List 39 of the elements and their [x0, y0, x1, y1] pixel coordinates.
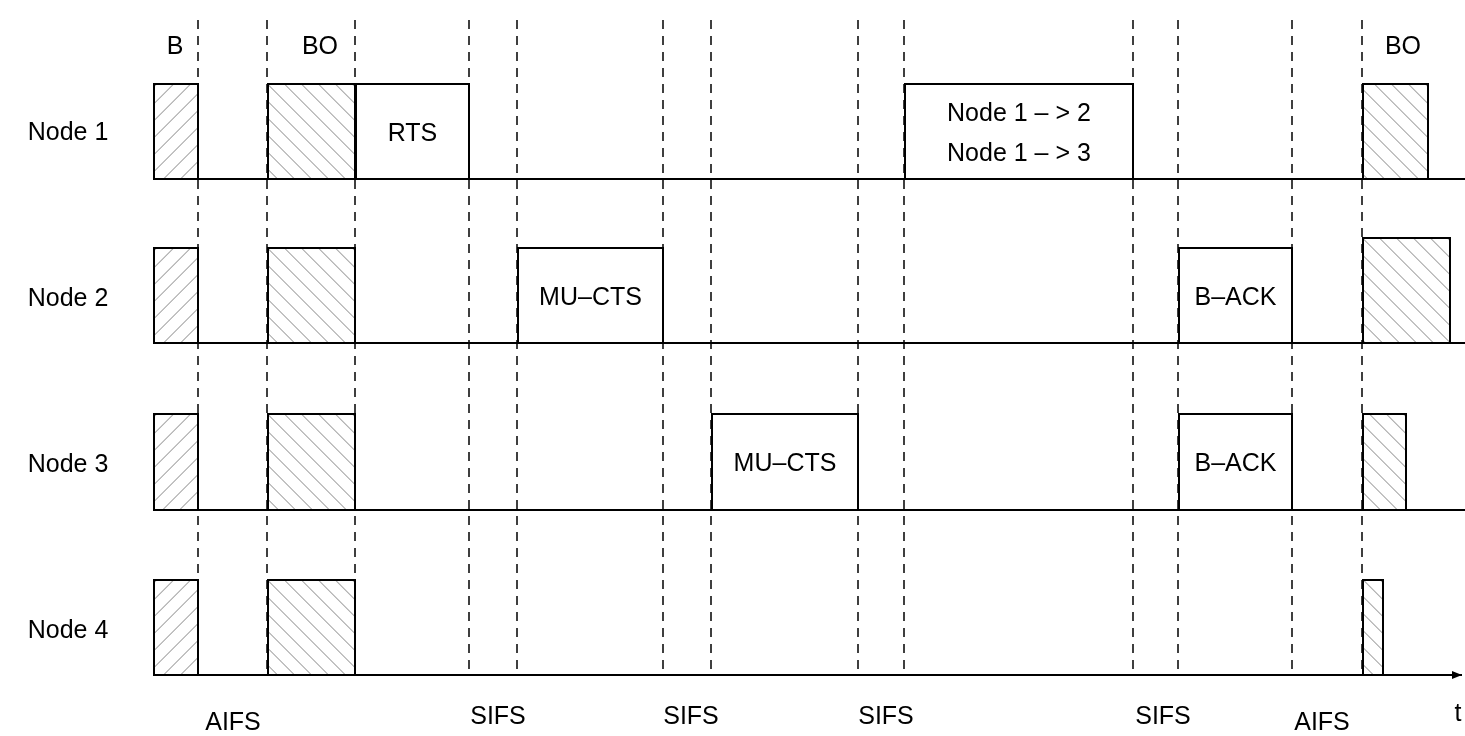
backoff-slot — [153, 413, 199, 511]
row-label: Node 4 — [27, 616, 109, 642]
frame-label: MU–CTS — [539, 280, 642, 312]
interframe-space-label: SIFS — [663, 702, 719, 728]
interframe-space-label: AIFS — [1294, 708, 1350, 734]
backoff-slot — [267, 413, 356, 511]
interval-label: BO — [301, 32, 339, 58]
backoff-slot — [1362, 579, 1384, 676]
interframe-space-label: SIFS — [1135, 702, 1191, 728]
frame-box — [355, 83, 470, 180]
frame-box — [904, 83, 1134, 180]
interval-label: BO — [1384, 32, 1422, 58]
backoff-slot — [1362, 237, 1451, 344]
frame-box — [711, 413, 859, 511]
backoff-slot — [1362, 83, 1429, 180]
interval-label: B — [166, 32, 184, 58]
frame-box — [1178, 247, 1293, 344]
interframe-space-label: SIFS — [858, 702, 914, 728]
backoff-slot — [267, 247, 356, 344]
frame-label: Node 1 – > 3 — [947, 136, 1091, 168]
interframe-space-label: SIFS — [470, 702, 526, 728]
interframe-space-label: AIFS — [205, 708, 261, 734]
frame-label: B–ACK — [1194, 447, 1277, 478]
backoff-slot — [153, 579, 199, 676]
row-label: Node 1 — [27, 118, 109, 144]
frame-label: Node 1 – > 2 — [947, 96, 1091, 128]
frame-label: RTS — [387, 116, 438, 148]
backoff-slot — [153, 247, 199, 344]
backoff-slot — [267, 579, 356, 676]
frame-label: B–ACK — [1194, 280, 1277, 312]
backoff-slot — [1362, 413, 1407, 511]
frame-box — [1178, 413, 1293, 511]
row-label: Node 3 — [27, 450, 109, 476]
backoff-slot — [153, 83, 199, 180]
row-label: Node 2 — [27, 284, 109, 310]
frame-label: MU–CTS — [733, 447, 837, 478]
backoff-slot — [267, 83, 356, 180]
axis-label: t — [1454, 699, 1462, 725]
frame-box — [517, 247, 664, 344]
